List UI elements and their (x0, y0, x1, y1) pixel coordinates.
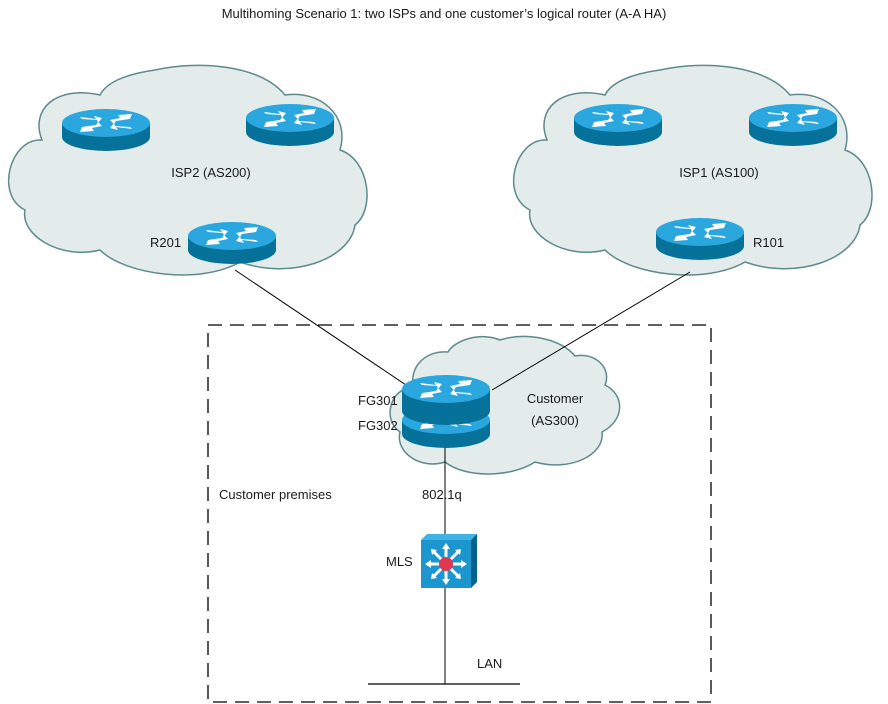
router-fg301[interactable] (402, 375, 490, 425)
customer-premises-label: Customer premises (219, 487, 332, 502)
customer-cloud-label-line2: (AS300) (531, 413, 579, 428)
r201-label: R201 (150, 235, 181, 250)
link-r101-fg301[interactable] (491, 271, 691, 391)
router-icon (574, 104, 662, 146)
router-icon (656, 218, 744, 260)
isp2-router-b[interactable] (246, 104, 334, 146)
customer-cloud-label-line1: Customer (527, 391, 584, 406)
router-icon (402, 375, 490, 403)
router-r101[interactable] (656, 218, 744, 260)
router-icon (749, 104, 837, 146)
link-r201-fg301[interactable] (234, 269, 407, 386)
lan-label: LAN (477, 656, 502, 671)
router-icon (246, 104, 334, 146)
mls-label: MLS (386, 554, 413, 569)
isp1-router-b[interactable] (749, 104, 837, 146)
router-r201[interactable] (188, 222, 276, 264)
isp1-router-a[interactable] (574, 104, 662, 146)
fg302-label: FG302 (358, 418, 398, 433)
r101-label: R101 (753, 235, 784, 250)
isp1-cloud-label: ISP1 (AS100) (679, 165, 759, 180)
trunk-label: 802.1q (422, 487, 462, 502)
router-icon (188, 222, 276, 264)
isp2-router-a[interactable] (62, 109, 150, 151)
fg301-label: FG301 (358, 393, 398, 408)
customer-premises-zone (207, 324, 712, 703)
isp2-cloud-label: ISP2 (AS200) (171, 165, 251, 180)
mls-switch[interactable] (421, 534, 477, 588)
diagram-title: Multihoming Scenario 1: two ISPs and one… (222, 6, 667, 21)
router-icon (62, 109, 150, 151)
